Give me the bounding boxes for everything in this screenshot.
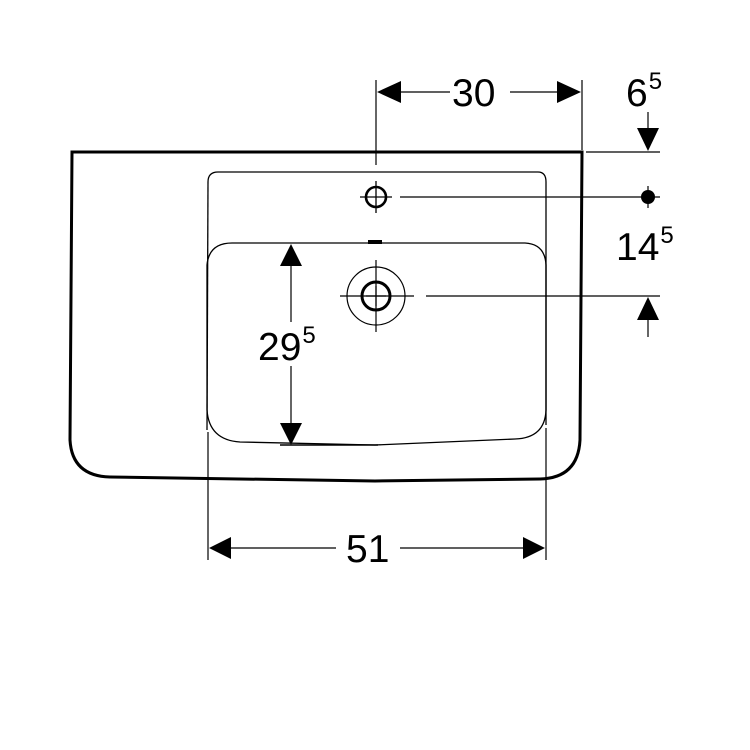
drain-icon (340, 260, 414, 332)
dimension-29-5 (280, 244, 378, 446)
dimension-14-5 (400, 186, 660, 337)
dimension-51 (207, 428, 547, 560)
dimension-label-51: 51 (346, 528, 390, 571)
dimension-6-5 (586, 112, 660, 153)
dimension-label-29-5: 295 (258, 322, 316, 369)
dimension-30 (375, 80, 583, 165)
tap-hole-icon (360, 181, 392, 213)
overflow-icon (368, 240, 382, 244)
dimension-label-6-5: 65 (626, 68, 663, 115)
basin-outer-outline (68, 150, 584, 483)
dimension-label-30: 30 (452, 72, 496, 115)
bowl-outline (206, 242, 547, 446)
dimension-label-14-5: 145 (616, 222, 674, 269)
basin-deck-outline (207, 171, 547, 425)
